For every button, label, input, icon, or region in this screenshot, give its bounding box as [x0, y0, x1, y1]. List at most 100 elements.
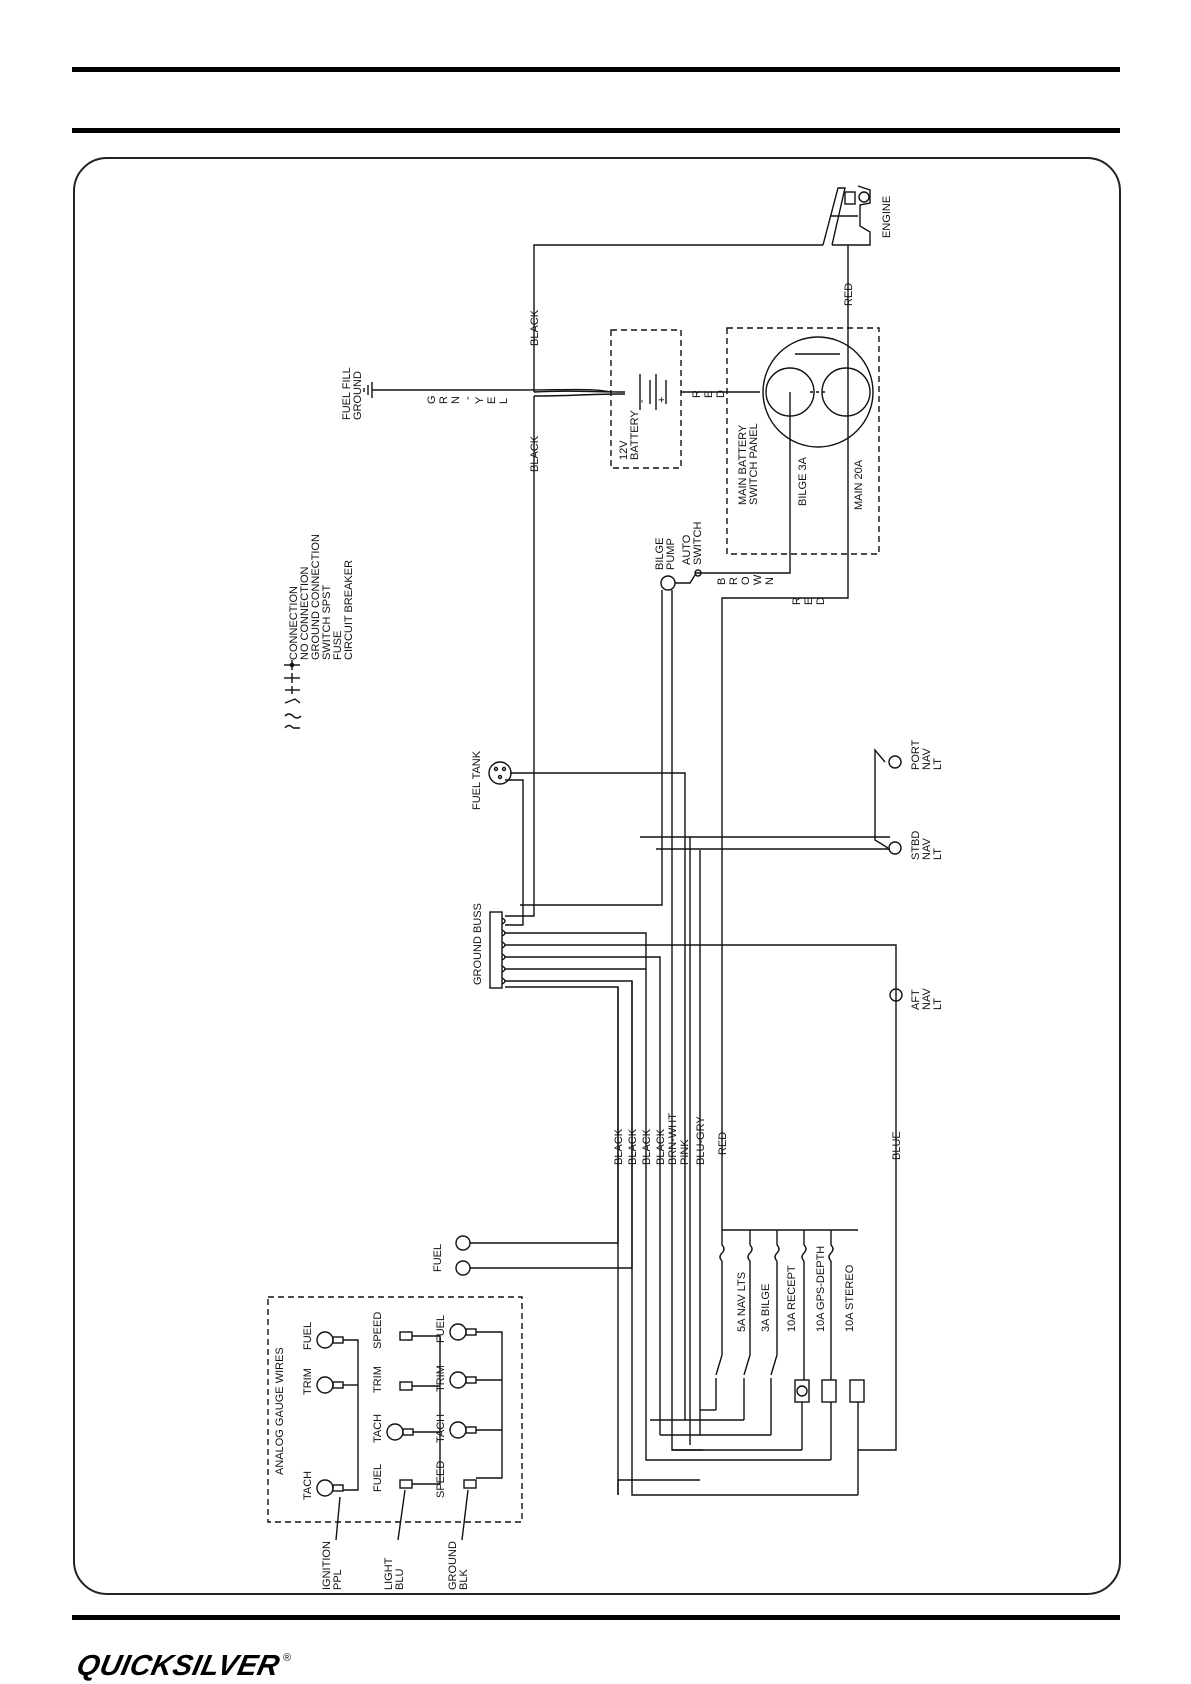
wire-brown [695, 392, 791, 574]
fuel-ring-icon-2 [455, 1260, 471, 1276]
battery-box [610, 329, 682, 469]
grn-yel-dash: - [462, 396, 474, 400]
red-vert-e: E [703, 391, 715, 398]
ground-buss [489, 911, 503, 989]
bundle-brn-wht: BRN-WHT [667, 1113, 679, 1165]
grn-yel-e: E [486, 397, 498, 404]
stbd-nav-label-2: NAV [921, 838, 933, 860]
engine-label: ENGINE [881, 196, 893, 238]
gauge-ring-icons [316, 1323, 477, 1497]
stbd-nav-label-3: LT [932, 848, 944, 860]
main-battery-panel [726, 327, 880, 555]
bundle-black-1: BLACK [613, 1128, 625, 1165]
aft-nav-label-1: AFT [910, 989, 922, 1010]
fuse-label-gps: 10A GPS-DEPTH [815, 1246, 827, 1332]
wire-black-ground-buss [505, 396, 535, 917]
fuel-fill-label-1: FUEL FILL [341, 367, 353, 420]
battery-label-2: BATTERY [629, 410, 641, 460]
port-nav-icon [888, 755, 902, 769]
gauge-trim-1: TRIM [302, 1368, 314, 1395]
brown-r: R [728, 577, 740, 585]
legend-switch-spst: SWITCH SPST [321, 585, 333, 660]
main-panel-label-1: MAIN BATTERY [737, 424, 749, 505]
bundle-blu-gry: BLU-GRY [695, 1116, 707, 1165]
port-nav-label-3: LT [932, 758, 944, 770]
legend-fuse: FUSE [332, 631, 344, 660]
bundle-black-2: BLACK [627, 1128, 639, 1165]
stbd-nav-label-1: STBD [910, 831, 922, 860]
gauge-trim-2: TRIM [372, 1366, 384, 1393]
bundle-black-4: BLACK [655, 1128, 667, 1165]
analog-gauge-label: ANALOG GAUGE WIRES [274, 1347, 286, 1475]
grn-yel-r: R [438, 396, 450, 404]
analog-gauge-box [267, 1296, 523, 1523]
wire-red-main [721, 392, 849, 1230]
main-20a-label: MAIN 20A [853, 459, 865, 510]
ground-buss-label: GROUND BUSS [472, 903, 484, 985]
bottom-rule [72, 1615, 1120, 1620]
switch-dial [762, 336, 874, 448]
wire-label-red-engine: RED [843, 283, 855, 306]
red-vert-d: D [715, 390, 727, 398]
red-vert2-d: D [815, 597, 827, 605]
bilge-pump-icon [660, 575, 676, 591]
port-nav-label-2: NAV [921, 748, 933, 770]
wire-grn-yel [372, 388, 612, 393]
battery-minus: - [636, 399, 648, 403]
top-rule-2 [72, 128, 1120, 133]
wire-engine-ground [533, 244, 823, 392]
auto-switch-label-2: SWITCH [692, 522, 704, 565]
fuel-ring-icon-1 [455, 1235, 471, 1251]
ground-symbol-icon [363, 382, 373, 398]
gauge-speed-1: SPEED [372, 1312, 384, 1349]
gauge-fuel-3: FUEL [435, 1315, 447, 1343]
gauge-speed-2: SPEED [435, 1461, 447, 1498]
brand-logo: QUICKSILVER [73, 1650, 283, 1682]
fuel-tank-label: FUEL TANK [471, 750, 483, 810]
red-vert2-r: R [791, 597, 803, 605]
battery-label-1: 12V [618, 440, 630, 460]
bundle-blue: BLUE [891, 1131, 903, 1160]
brown-b: B [716, 578, 728, 585]
gauge-fuel-1: FUEL [302, 1322, 314, 1350]
brand-registered-mark: ® [283, 1652, 292, 1664]
fuel-ring-label: FUEL [432, 1244, 444, 1272]
legend-circuit-breaker: CIRCUIT BREAKER [343, 560, 355, 660]
bundle-pink: PINK [679, 1139, 691, 1165]
fuse-label-recept: 10A RECEPT [786, 1265, 798, 1332]
bundle-red: RED [717, 1132, 729, 1155]
grn-yel-n: N [450, 396, 462, 404]
stereo-connector-icon [849, 1379, 865, 1403]
gauge-trim-3: TRIM [435, 1365, 447, 1392]
engine-icon [822, 185, 871, 246]
wire-label-black-mid: BLACK [529, 435, 541, 472]
bundle-black-3: BLACK [641, 1128, 653, 1165]
aft-nav-label-3: LT [932, 998, 944, 1010]
gauge-fuel-2: FUEL [372, 1464, 384, 1492]
fuse-label-nav: 5A NAV LTS [736, 1272, 748, 1332]
diagram-frame [73, 157, 1121, 1595]
gauge-tach-2: TACH [372, 1414, 384, 1443]
grn-yel-l: L [498, 398, 510, 404]
red-vert-r: R [691, 390, 703, 398]
legend-ground-connection: GROUND CONNECTION [310, 534, 322, 660]
gauge-tach-3: TACH [435, 1414, 447, 1443]
top-rule-1 [72, 67, 1120, 72]
gauge-tach-1: TACH [302, 1471, 314, 1500]
switch-icons [715, 1354, 778, 1435]
ignition-label-1: IGNITION [321, 1541, 333, 1590]
fuel-fill-label-2: GROUND [352, 371, 364, 420]
brown-w: W [752, 574, 764, 585]
light-label-1: LIGHT [383, 1557, 395, 1590]
legend-symbols-icon [284, 660, 302, 729]
ground-blk-label-1: GROUND [447, 1541, 459, 1590]
bilge-pump-label-1: BILGE [654, 538, 666, 570]
legend-no-connection: NO CONNECTION [299, 566, 311, 660]
wire-label-black-top: BLACK [529, 309, 541, 346]
brown-n: N [764, 577, 776, 585]
red-vert2-e: E [803, 598, 815, 605]
stbd-nav-icon [888, 841, 902, 855]
fuse-icons [719, 1244, 834, 1262]
fuse-label-bilge: 3A BILGE [760, 1284, 772, 1332]
